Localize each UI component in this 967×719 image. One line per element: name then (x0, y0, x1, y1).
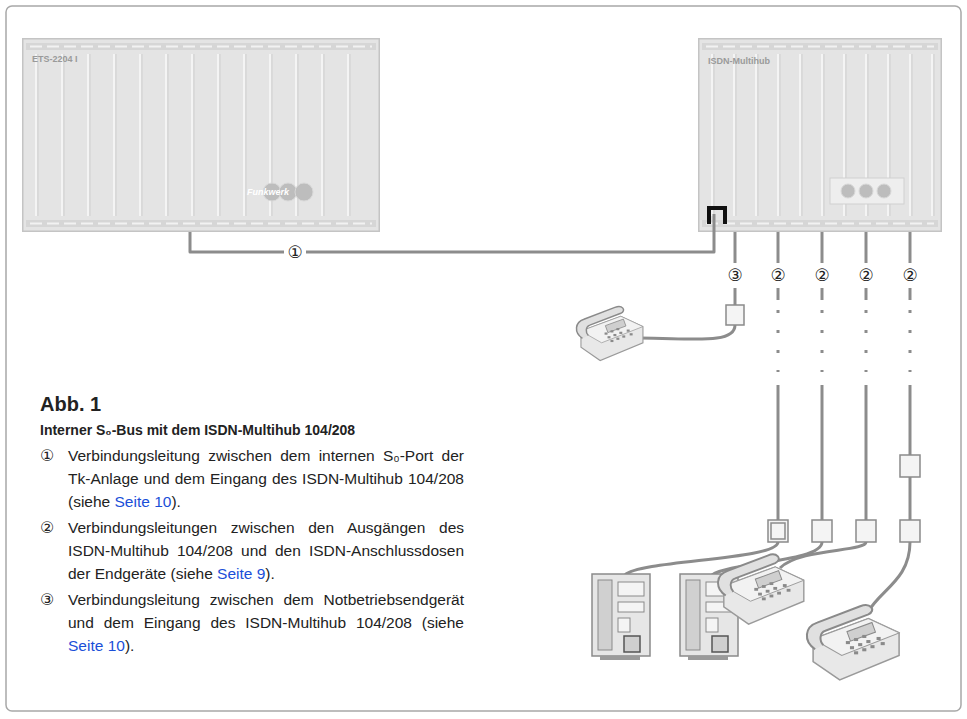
device-name: ISDN-Multihub (708, 56, 770, 66)
item-text: Verbindungsleitung zwischen dem internen… (68, 444, 464, 513)
legend-item: ③Verbindungsleitung zwischen dem Notbetr… (40, 588, 464, 657)
device-housing (22, 38, 380, 232)
figure-legend: Abb. 1 Interner S₀-Bus mit dem ISDN-Multi… (40, 393, 464, 660)
description-text: ). (171, 493, 180, 510)
legend-item: ②Verbindungsleitungen zwischen den Ausgä… (40, 516, 464, 585)
page-reference: Seite 10 (115, 493, 172, 510)
callout-number: ③ (40, 588, 68, 657)
callout-number: ② (770, 267, 785, 284)
description-text: Verbindungsleitung zwischen dem Notbetri… (68, 591, 464, 631)
description-text: ). (265, 565, 274, 582)
figure-title: Abb. 1 (40, 393, 464, 416)
item-text: Verbindungsleitungen zwischen den Ausgän… (68, 516, 464, 585)
connection-line (190, 232, 714, 252)
callout-number: ① (40, 444, 68, 513)
device-name: ETS-2204 I (32, 54, 78, 64)
figure-caption: Interner S₀-Bus mit dem ISDN-Multihub 10… (40, 422, 464, 438)
page-reference: Seite 10 (68, 637, 125, 654)
item-text: Verbindungsleitung zwischen dem Notbetri… (68, 588, 464, 657)
callout-number: ② (40, 516, 68, 585)
device-housing (698, 38, 942, 232)
logo-text: Funkwerk (247, 187, 289, 197)
callout-number: ② (814, 267, 829, 284)
multihub-device: ISDN-Multihub (698, 38, 942, 232)
callout-number: ② (858, 267, 873, 284)
legend-item: ①Verbindungsleitung zwischen dem interne… (40, 444, 464, 513)
pbx-device: ETS-2204 I (22, 38, 380, 232)
callout-number: ① (284, 244, 305, 261)
callout-number: ③ (727, 267, 742, 284)
page-reference: Seite 9 (217, 565, 265, 582)
description-text: ). (125, 637, 134, 654)
callout-number: ② (902, 267, 917, 284)
